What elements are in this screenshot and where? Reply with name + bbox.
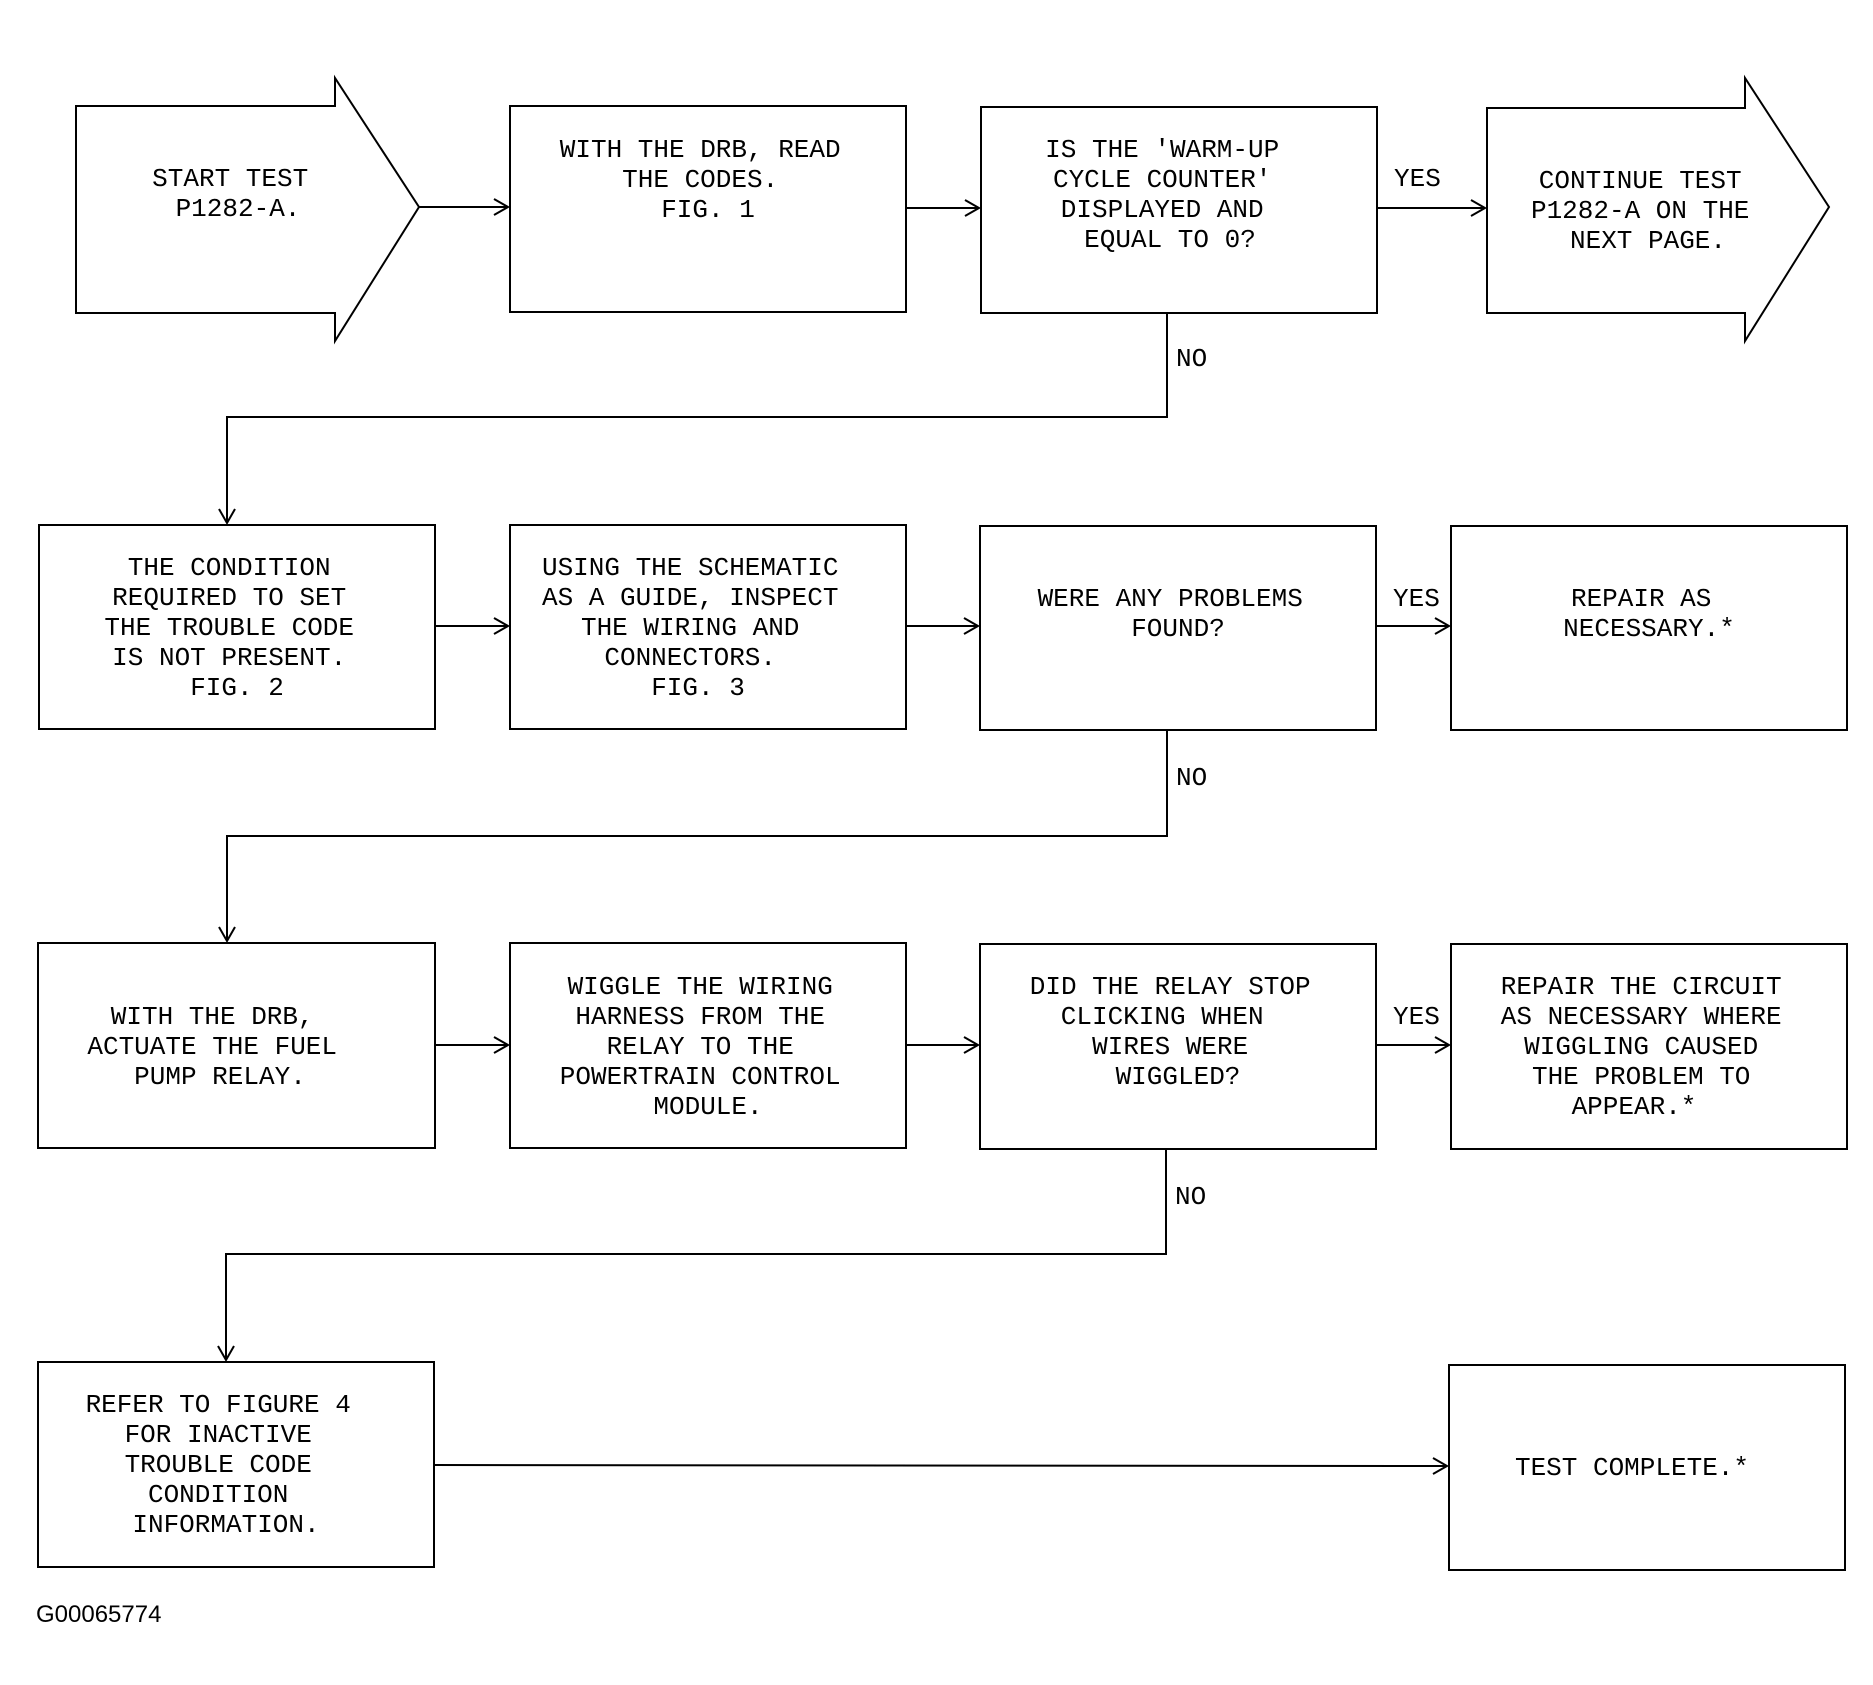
arrowhead-icon [493,1036,511,1054]
arrowhead-icon [1434,617,1452,635]
node-start: START TEST P1282-A. [152,164,324,224]
node-problems-question: WERE ANY PROBLEMS FOUND? [1038,584,1319,644]
arrowhead-icon [963,617,981,635]
node-wiggle: WIGGLE THE WIRING HARNESS FROM THE RELAY… [560,972,856,1122]
label-yes-2: YES [1393,584,1440,614]
node-repair2: REPAIR THE CIRCUIT AS NECESSARY WHERE WI… [1501,972,1797,1122]
arrowhead-icon [1470,199,1488,217]
edge-refer-to-complete [433,1464,1448,1467]
arrowhead-icon [217,1345,235,1363]
read-codes-box [509,105,907,313]
repair1-box [1450,525,1848,731]
warmup-question-box [980,106,1378,314]
continue-arrow-shape [1486,74,1831,345]
node-condition: THE CONDITION REQUIRED TO SET THE TROUBL… [104,553,369,703]
arrowhead-icon [1432,1457,1450,1475]
inspect-box [509,524,907,730]
arrowhead-icon [963,1036,981,1054]
label-no-2: NO [1176,763,1207,793]
arrowhead-icon [1434,1036,1452,1054]
edge-warmup-no [226,313,1168,523]
actuate-box [37,942,436,1149]
arrowhead-icon [964,199,982,217]
problems-question-box [979,525,1377,731]
node-read-codes: WITH THE DRB, READ THE CODES. FIG. 1 [560,135,856,225]
start-arrow-shape [75,74,421,345]
complete-box [1448,1364,1846,1571]
label-yes-3: YES [1393,1002,1440,1032]
edge-relay-no [225,1149,1167,1360]
condition-box [38,524,436,730]
wiggle-box [509,942,907,1149]
node-continue: CONTINUE TEST P1282-A ON THE NEXT PAGE. [1531,166,1765,256]
label-no-3: NO [1175,1182,1206,1212]
label-no-1: NO [1176,344,1207,374]
node-repair1: REPAIR AS NECESSARY.* [1563,584,1735,644]
repair2-box [1450,943,1848,1150]
refer-box [37,1361,435,1568]
arrowhead-icon [218,926,236,944]
figure-id: G00065774 [36,1601,161,1628]
node-relay-question: DID THE RELAY STOP CLICKING WHEN WIRES W… [1030,972,1326,1092]
relay-question-box [979,943,1377,1150]
arrowhead-icon [218,508,236,526]
node-actuate: WITH THE DRB, ACTUATE THE FUEL PUMP RELA… [87,1002,352,1092]
node-inspect: USING THE SCHEMATIC AS A GUIDE, INSPECT … [542,553,854,703]
edge-problems-no [226,730,1168,941]
label-yes-1: YES [1394,164,1441,194]
arrowhead-icon [493,617,511,635]
node-warmup-question: IS THE 'WARM-UP CYCLE COUNTER' DISPLAYED… [1045,135,1295,255]
node-refer: REFER TO FIGURE 4 FOR INACTIVE TROUBLE C… [86,1390,367,1540]
arrowhead-icon [493,198,511,216]
node-complete: TEST COMPLETE.* [1515,1453,1749,1483]
